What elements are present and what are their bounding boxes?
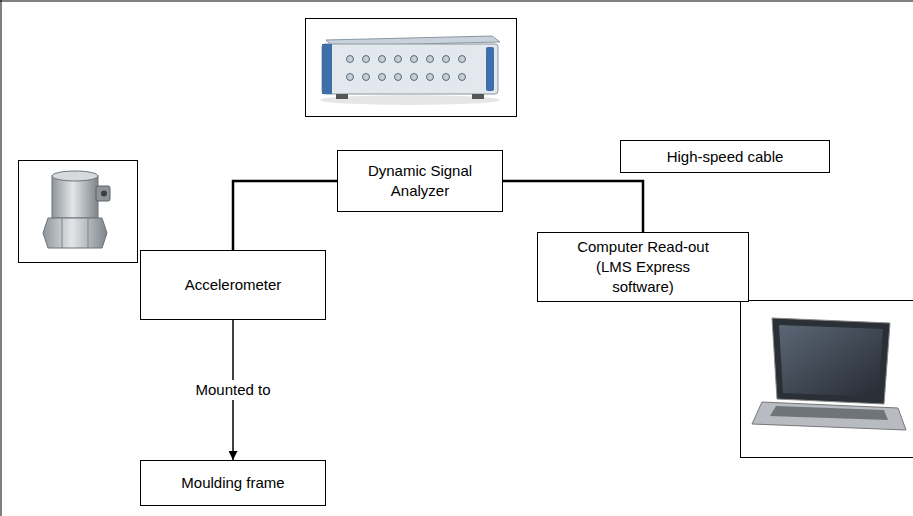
hex-base: [43, 218, 107, 248]
analyzer-picture: [306, 19, 517, 117]
picture-frame: [741, 301, 913, 458]
connector-row: [347, 56, 466, 81]
node-text: Computer Read-out (LMS Express software): [573, 237, 713, 297]
sensor-body: [52, 176, 98, 218]
picture-frame: [19, 161, 138, 263]
hex-edge: [62, 218, 63, 248]
frame-line: [0, 1, 913, 2]
connector-line: [503, 181, 643, 232]
analyzer-side: [322, 44, 332, 94]
accelerometer-picture: [19, 161, 138, 263]
process-box: Accelerometer: [140, 250, 326, 320]
shadow: [320, 95, 500, 105]
sensor-top: [52, 171, 98, 181]
node-text: Dynamic Signal Analyzer: [360, 161, 480, 201]
connector-pin: [101, 191, 107, 197]
laptop-picture: [741, 301, 913, 458]
analyzer-front: [322, 44, 498, 94]
hex-edge: [88, 218, 89, 248]
frame-line: [1, 0, 2, 516]
laptop-lid: [772, 318, 890, 404]
laptop-base: [752, 402, 906, 430]
node-text: Accelerometer: [185, 275, 282, 295]
picture-frame: [306, 19, 517, 117]
cable-label-box: High-speed cable: [620, 140, 830, 173]
edge-label: Mounted to: [192, 380, 273, 400]
process-box: Moulding frame: [140, 460, 326, 506]
sensor-connector: [96, 186, 110, 201]
process-box: Dynamic Signal Analyzer: [337, 150, 503, 212]
connector-line: [233, 181, 337, 250]
process-box: Computer Read-out (LMS Express software): [537, 232, 749, 302]
node-text: Moulding frame: [181, 473, 284, 493]
laptop-screen: [779, 325, 883, 397]
analyzer-foot: [472, 94, 484, 99]
analyzer-foot: [336, 94, 348, 99]
node-text: High-speed cable: [667, 147, 784, 167]
laptop-keyboard: [770, 406, 888, 420]
analyzer-handle: [486, 47, 494, 91]
